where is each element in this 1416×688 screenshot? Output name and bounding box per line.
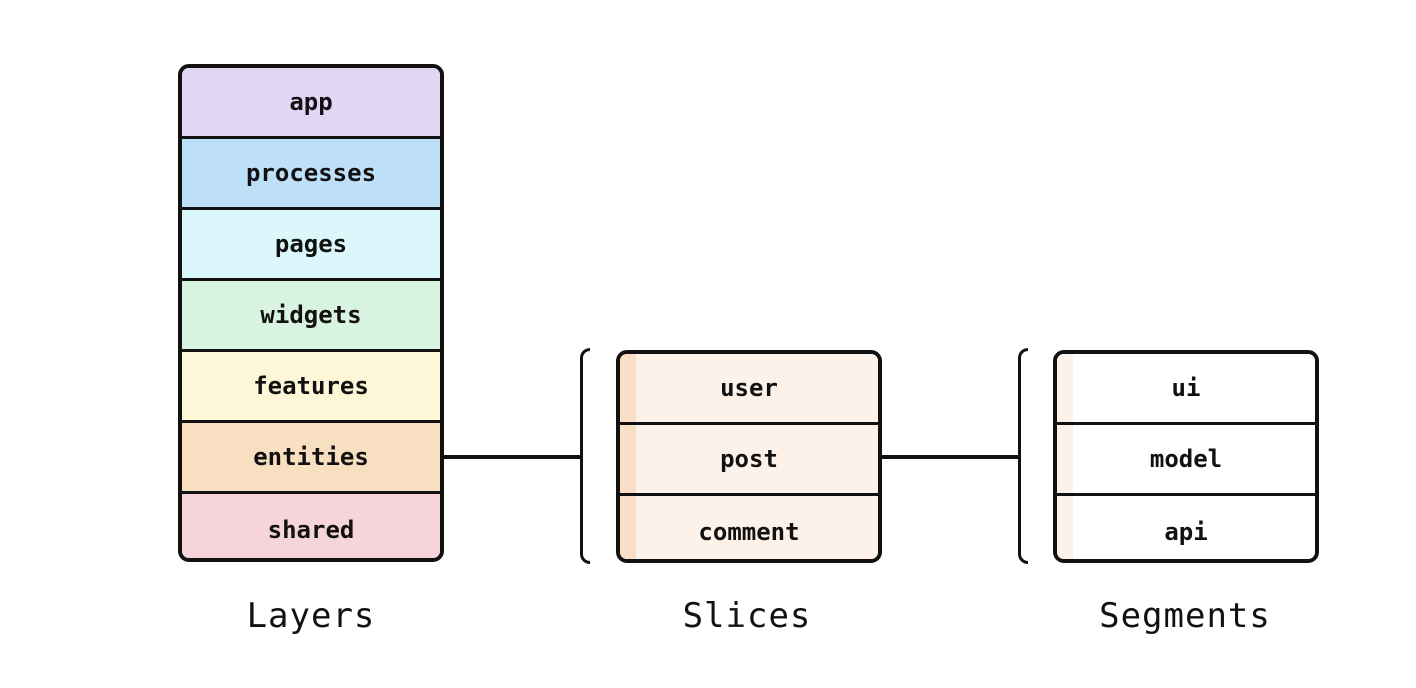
segments-caption: Segments bbox=[1099, 596, 1271, 636]
layer-pages: pages bbox=[182, 210, 440, 281]
layer-features: features bbox=[182, 352, 440, 423]
slices-caption: Slices bbox=[682, 596, 812, 636]
slice-comment: comment bbox=[620, 496, 878, 559]
segment-model: model bbox=[1057, 425, 1315, 496]
segment-api: api bbox=[1057, 496, 1315, 559]
connector-layers-slices bbox=[444, 455, 582, 459]
slice-post: post bbox=[620, 425, 878, 496]
slices-bracket bbox=[580, 348, 590, 564]
segments-bracket bbox=[1018, 348, 1028, 564]
layer-app: app bbox=[182, 68, 440, 139]
segments-stack: ui model api bbox=[1053, 350, 1319, 563]
connector-slices-segments bbox=[882, 455, 1020, 459]
slices-stack: user post comment bbox=[616, 350, 882, 563]
layer-entities: entities bbox=[182, 423, 440, 494]
layers-caption: Layers bbox=[246, 596, 376, 636]
layers-stack: app processes pages widgets features ent… bbox=[178, 64, 444, 562]
slice-user: user bbox=[620, 354, 878, 425]
layer-processes: processes bbox=[182, 139, 440, 210]
segment-ui: ui bbox=[1057, 354, 1315, 425]
layer-shared: shared bbox=[182, 494, 440, 558]
layer-widgets: widgets bbox=[182, 281, 440, 352]
